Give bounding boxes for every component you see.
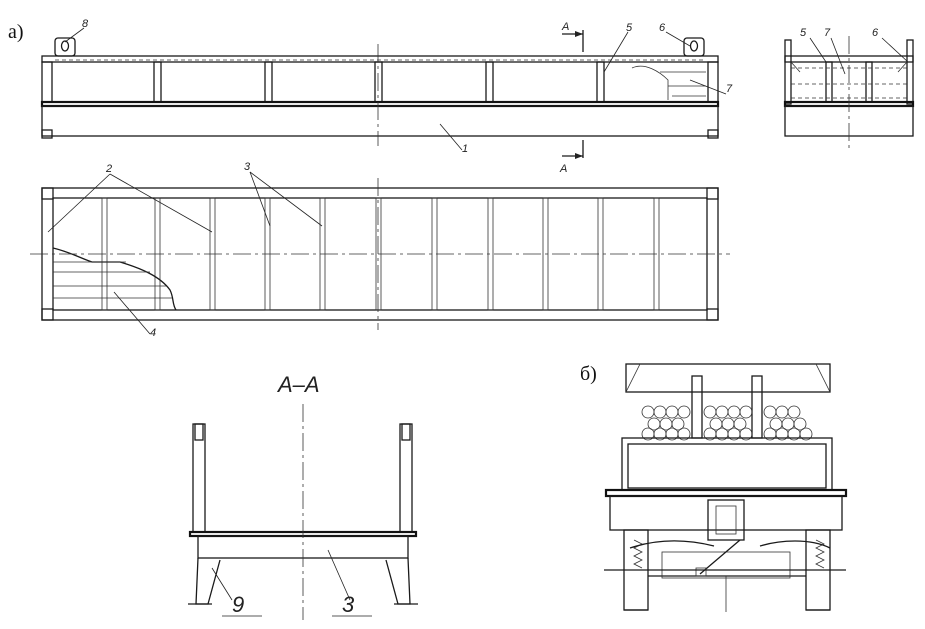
section-callout-3: 3 — [342, 592, 355, 617]
lifting-lug-right — [683, 37, 705, 57]
panel-label-a: а) — [8, 21, 24, 43]
pipe-bundle-left — [641, 405, 691, 441]
side-view: A A 8 5 6 7 1 — [40, 18, 733, 175]
callout-5: 5 — [626, 22, 633, 34]
pipe-bundle-middle — [703, 405, 753, 441]
callout-3: 3 — [244, 161, 251, 173]
panel-label-b: б) — [580, 363, 597, 385]
end-callout-7: 7 — [824, 27, 831, 39]
section-a-a: A–A 9 3 — [188, 372, 418, 620]
railcar-end-view — [604, 363, 848, 612]
callout-7: 7 — [726, 83, 733, 95]
end-callout-5: 5 — [800, 27, 807, 39]
section-mark-top: A — [561, 21, 569, 33]
callout-4: 4 — [150, 327, 156, 339]
lifting-lug-left — [54, 37, 76, 57]
plan-view: 2 3 4 — [30, 161, 730, 339]
end-callout-6: 6 — [872, 27, 879, 39]
callout-1: 1 — [462, 143, 468, 155]
end-view: 5 7 6 — [783, 27, 915, 148]
pipe-bundle-right — [763, 405, 813, 441]
section-callout-9: 9 — [232, 592, 244, 617]
section-mark-bottom: A — [559, 163, 567, 175]
callout-8: 8 — [82, 18, 89, 30]
section-title: A–A — [276, 372, 320, 397]
callout-2: 2 — [105, 163, 112, 175]
callout-6: 6 — [659, 22, 666, 34]
